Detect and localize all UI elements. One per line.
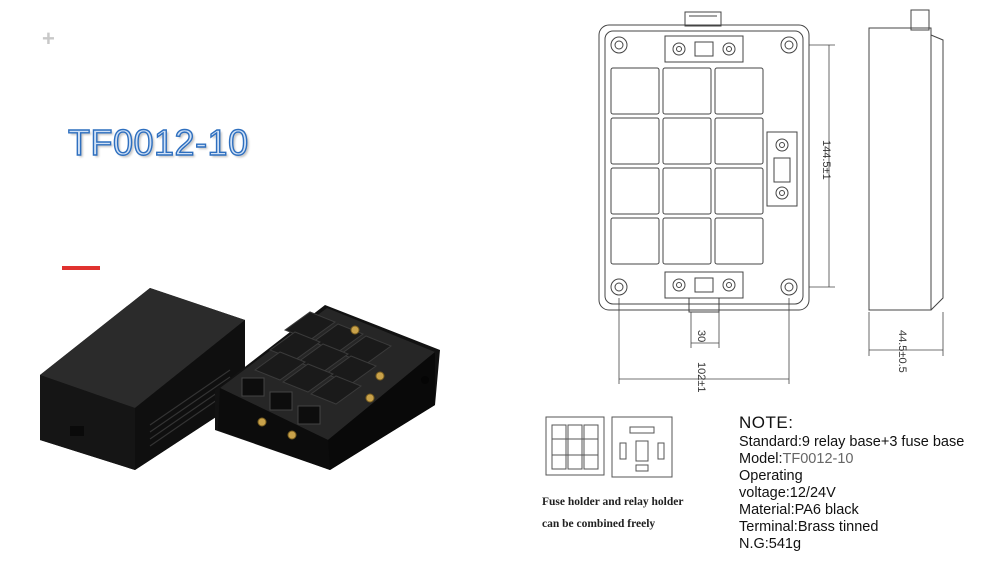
caption-line-2: can be combined freely (542, 518, 656, 530)
note-model-value: TF0012-10 (782, 451, 854, 467)
top-tab (684, 11, 722, 27)
dim-height: 144.5±1 (820, 140, 832, 180)
note-operating: Operating (739, 468, 803, 484)
box-base (215, 305, 440, 470)
note-terminal: Terminal:Brass tinned (739, 519, 879, 535)
spec-note: NOTE: Standard:9 relay base+3 fuse base … (739, 412, 964, 553)
dim-width: 102±1 (695, 362, 707, 393)
note-model-label: Model: (739, 451, 783, 467)
note-standard: Standard:9 relay base+3 fuse base (739, 434, 965, 450)
caption-line-1: Fuse holder and relay holder (542, 496, 684, 508)
box-lid (40, 288, 245, 470)
plus-icon: + (42, 26, 55, 51)
product-title: TF0012-10 (67, 121, 249, 163)
product-photo (40, 288, 440, 470)
technical-drawing: 144.5±1 30 102±1 44.5±0.5 (598, 9, 944, 393)
accent-divider (62, 266, 100, 270)
dim-tab: 30 (695, 330, 707, 342)
cell-grid (610, 67, 764, 265)
note-heading: NOTE: (739, 413, 794, 432)
note-voltage: voltage:12/24V (739, 485, 836, 501)
note-model: Model:TF0012-10 (739, 451, 964, 468)
note-material: Material:PA6 black (739, 502, 859, 518)
fuse-holder-icon (545, 416, 605, 476)
side-view-outline (868, 9, 944, 311)
holder-icons (545, 416, 673, 478)
dim-depth: 44.5±0.5 (896, 330, 908, 373)
relay-holder-icon (611, 416, 673, 478)
note-weight: N.G:541g (739, 536, 802, 552)
front-view-outline (598, 24, 810, 311)
mounting-holes (610, 36, 798, 296)
